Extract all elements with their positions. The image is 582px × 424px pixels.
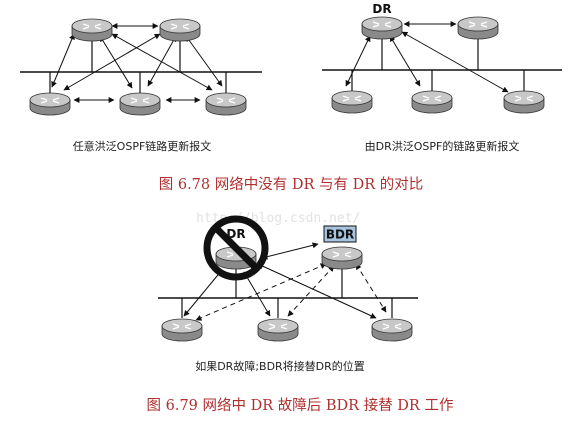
router-icon bbox=[331, 90, 373, 114]
figure-679-title: 图 6.79 网络中 DR 故障后 BDR 接替 DR 工作 bbox=[147, 396, 454, 414]
flood-arrow bbox=[345, 35, 371, 87]
prohibition-icon bbox=[203, 215, 269, 281]
bdr-router-icon bbox=[321, 246, 363, 270]
bdr-flood-arrow bbox=[195, 263, 327, 321]
flood-arrow bbox=[401, 31, 509, 93]
router-icon bbox=[457, 16, 499, 40]
dr-label: DR bbox=[372, 2, 391, 16]
flood-arrow bbox=[63, 33, 161, 91]
router-icon bbox=[257, 318, 299, 342]
router-icon bbox=[371, 318, 413, 342]
diagram-no-dr: 任意洪泛OSPF链路更新报文 bbox=[20, 18, 262, 153]
router-icon bbox=[119, 92, 161, 116]
router-icon bbox=[161, 318, 203, 342]
router-icon bbox=[411, 90, 453, 114]
flood-arrow bbox=[51, 33, 75, 88]
bdr-badge bbox=[323, 225, 357, 243]
router-icon bbox=[159, 18, 201, 42]
dr-router-icon bbox=[361, 16, 403, 40]
router-icon bbox=[29, 92, 71, 116]
caption-no-dr: 任意洪泛OSPF链路更新报文 bbox=[73, 139, 212, 153]
diagram-dr-failover: DR BDR 如果DR故障;BDR将接替DR的位置 bbox=[158, 215, 418, 373]
flood-arrow bbox=[147, 35, 177, 87]
figure-678-title: 图 6.78 网络中没有 DR 与有 DR 的对比 bbox=[159, 176, 424, 193]
bdr-label: BDR bbox=[326, 228, 354, 242]
router-icon bbox=[205, 92, 247, 116]
diagram-with-dr: DR 由DR洪泛OSPF的链路更新报文 bbox=[322, 2, 562, 153]
caption-with-dr: 由DR洪泛OSPF的链路更新报文 bbox=[365, 139, 520, 153]
bdr-flood-arrow bbox=[287, 265, 335, 317]
flood-arrow bbox=[183, 269, 223, 317]
router-icon bbox=[71, 18, 113, 42]
flood-arrow bbox=[389, 35, 421, 87]
flood-arrow bbox=[99, 35, 133, 89]
flood-arrow bbox=[257, 263, 377, 319]
flood-arrow bbox=[185, 35, 223, 87]
router-icon bbox=[503, 90, 545, 114]
bdr-flood-arrow bbox=[355, 263, 387, 313]
flood-arrow bbox=[261, 242, 319, 260]
caption-failover: 如果DR故障;BDR将接替DR的位置 bbox=[195, 359, 365, 373]
failed-dr-label: DR bbox=[226, 227, 245, 241]
